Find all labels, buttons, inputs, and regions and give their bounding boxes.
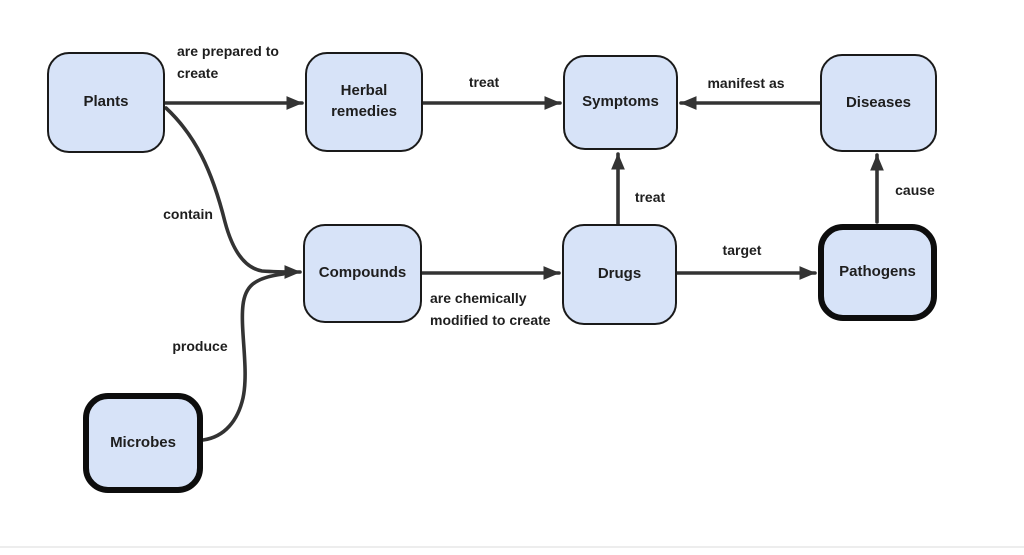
edge-microbes-compounds [201, 272, 285, 442]
edge-label-cause: cause [895, 182, 935, 198]
edge-label-are-prepared-to-create: are prepared to create [177, 43, 279, 81]
node-microbes: Microbes [83, 393, 203, 493]
node-diseases-label: Diseases [845, 93, 912, 111]
bottom-divider [0, 546, 1024, 548]
edge-label-are-chemically-modified-to-create: are chemically modified to create [430, 290, 551, 328]
node-diseases: Diseases [820, 54, 937, 152]
node-symptoms: Symptoms [563, 55, 678, 150]
edge-label-produce: produce [172, 338, 228, 354]
edge-label-manifest-as: manifest as [707, 75, 785, 91]
node-compounds-label: Compounds [318, 264, 407, 282]
node-microbes-label: Microbes [110, 433, 176, 451]
node-drugs-label: Drugs [597, 265, 642, 283]
edge-plants-compounds [164, 106, 302, 279]
edge-label-treat-drugs: treat [634, 189, 666, 205]
node-plants: Plants [47, 52, 165, 153]
node-pathogens: Pathogens [818, 224, 937, 321]
edge-label-contain: contain [163, 206, 213, 222]
node-herbal-remedies-label: Herbal remedies [331, 82, 397, 120]
node-pathogens-label: Pathogens [839, 263, 916, 281]
node-drugs: Drugs [562, 224, 677, 325]
node-compounds: Compounds [303, 224, 422, 323]
edge-label-target: target [722, 242, 762, 258]
node-herbal-remedies: Herbal remedies [305, 52, 423, 152]
edge-label-treat-herbal: treat [468, 74, 500, 90]
node-plants-label: Plants [83, 93, 129, 111]
node-symptoms-label: Symptoms [582, 93, 659, 111]
